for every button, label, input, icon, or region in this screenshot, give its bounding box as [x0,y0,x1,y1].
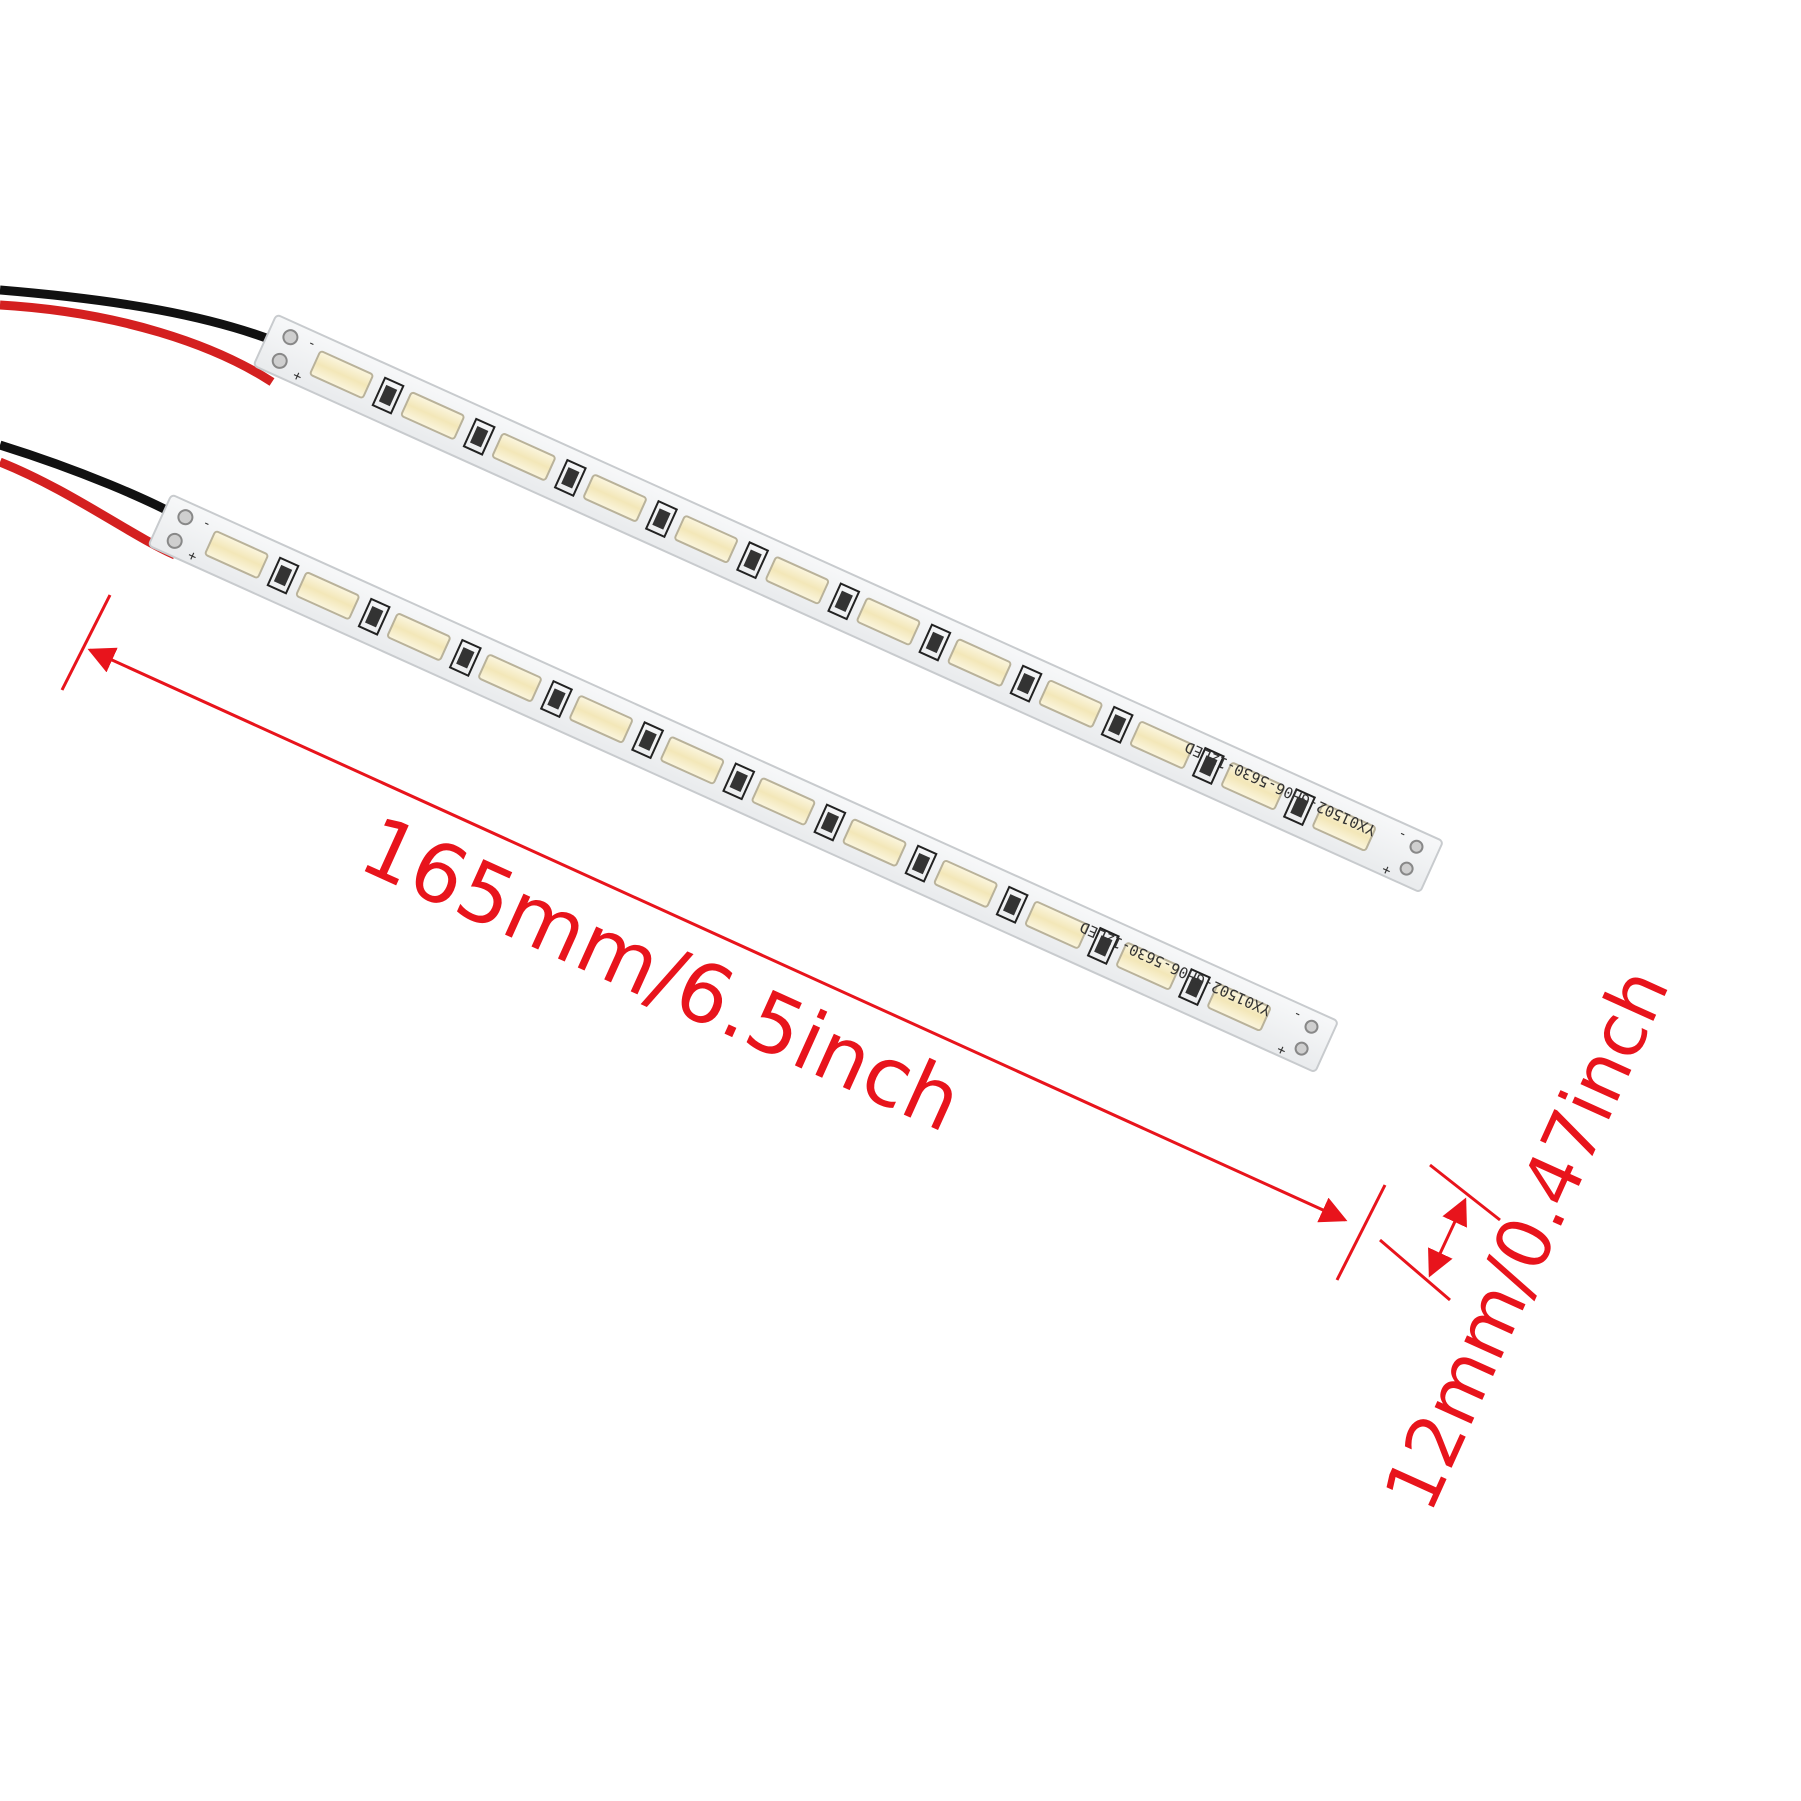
end-pad-plus [1399,861,1414,876]
resistor-outline [644,499,679,539]
led-chip [583,474,647,522]
solder-pad-minus [282,329,299,346]
resistor-outline [266,556,300,595]
resistor [561,467,580,489]
resistor-outline [553,458,587,497]
length-arrow [87,647,1348,1223]
solder-pad-plus [271,352,288,369]
led-chip [856,597,921,646]
solder-pad-minus [177,509,194,526]
resistor [378,384,398,407]
width-extension-bottom [1379,1238,1451,1302]
resistor [834,590,853,612]
resistor-outline [371,376,405,415]
led-chip [765,556,830,605]
width-label: 12mm/0.47inch [1368,956,1686,1523]
led-chip [204,530,269,579]
led-chip [309,350,374,399]
length-extension-left [60,594,112,691]
resistor-outline [827,582,861,621]
resistor-outline [357,597,391,636]
resistor [273,564,293,587]
resistor [743,549,762,571]
resistor-outline [462,417,496,456]
solder-pad-plus [166,532,183,549]
led-chip [674,515,738,563]
resistor [365,606,384,628]
led-chip [492,433,556,481]
resistor [470,426,489,448]
width-dimension: 12mm/0.47inch [1368,956,1686,1523]
wires-top [0,285,287,386]
resistor [652,508,671,530]
length-extension-right [1335,1184,1387,1281]
led-chip [400,391,465,440]
length-dimension: 165mm/6.5inch [60,594,1387,1281]
led-chip [295,571,360,620]
end-pad-minus [1409,839,1424,854]
width-arrow [1428,1197,1467,1278]
width-extension-top [1429,1163,1501,1222]
resistor-outline [735,541,770,580]
